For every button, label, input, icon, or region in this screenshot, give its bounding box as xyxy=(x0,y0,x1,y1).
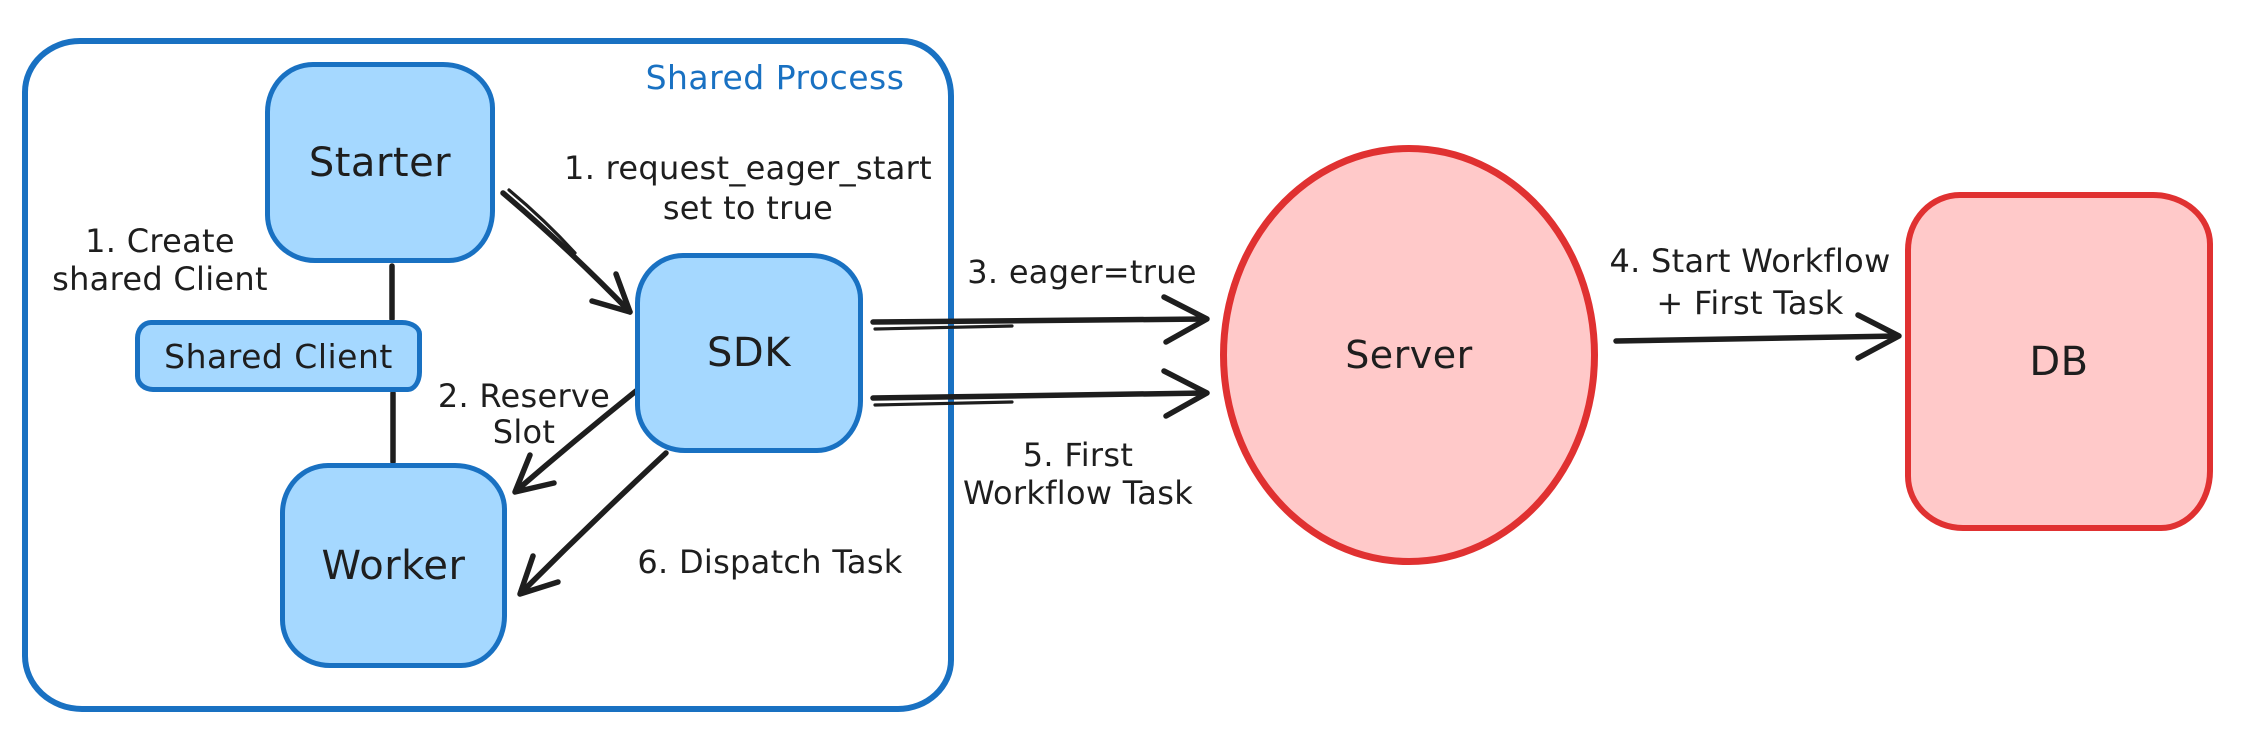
node-db-label: DB xyxy=(2029,338,2089,385)
note-first-workflow-task-line2: Workflow Task xyxy=(962,474,1194,512)
shared-process-container xyxy=(22,38,954,712)
note-start-workflow-line1: 4. Start Workflow xyxy=(1609,242,1891,280)
shared-process-title: Shared Process xyxy=(645,58,905,97)
note-first-workflow-task: 5. First Workflow Task xyxy=(938,436,1218,512)
arrow-first-workflow-task xyxy=(870,368,1210,419)
note-dispatch-task: 6. Dispatch Task xyxy=(620,543,920,581)
node-starter-label: Starter xyxy=(308,139,452,186)
arrow-start-workflow xyxy=(1613,312,1902,361)
note-first-workflow-task-line1: 5. First xyxy=(1022,436,1134,474)
node-db: DB xyxy=(1905,192,2213,531)
note-create-shared-client-line1: 1. Create xyxy=(85,222,235,260)
node-shared-client: Shared Client xyxy=(135,320,422,392)
note-request-eager-start-line1: 1. request_eager_start xyxy=(564,149,932,187)
note-create-shared-client-line2: shared Client xyxy=(52,260,268,298)
note-dispatch-task-text: 6. Dispatch Task xyxy=(637,543,903,581)
note-start-workflow-line2: + First Task xyxy=(1656,284,1844,322)
arrow-eager-true xyxy=(870,294,1210,345)
arrow-reserve-slot xyxy=(512,388,639,495)
note-start-workflow: 4. Start Workflow + First Task xyxy=(1590,240,1910,324)
node-server: Server xyxy=(1220,145,1598,565)
note-reserve-slot-line2: Slot xyxy=(492,413,556,451)
node-shared-client-label: Shared Client xyxy=(164,336,393,376)
arrow-request-eager-start xyxy=(500,188,633,315)
node-worker-label: Worker xyxy=(321,542,466,589)
note-reserve-slot: 2. Reserve Slot xyxy=(404,378,644,450)
note-request-eager-start-line2: set to true xyxy=(662,189,834,227)
note-request-eager-start: 1. request_eager_start set to true xyxy=(548,148,948,228)
node-worker: Worker xyxy=(280,463,507,668)
note-eager-true-text: 3. eager=true xyxy=(967,253,1197,291)
note-reserve-slot-line1: 2. Reserve xyxy=(437,377,611,415)
node-server-label: Server xyxy=(1345,333,1473,377)
note-create-shared-client: 1. Create shared Client xyxy=(20,222,300,298)
node-sdk: SDK xyxy=(635,253,863,453)
node-sdk-label: SDK xyxy=(707,330,791,376)
arrow-dispatch-task xyxy=(517,450,669,597)
note-eager-true: 3. eager=true xyxy=(952,253,1212,291)
node-starter: Starter xyxy=(265,62,495,263)
